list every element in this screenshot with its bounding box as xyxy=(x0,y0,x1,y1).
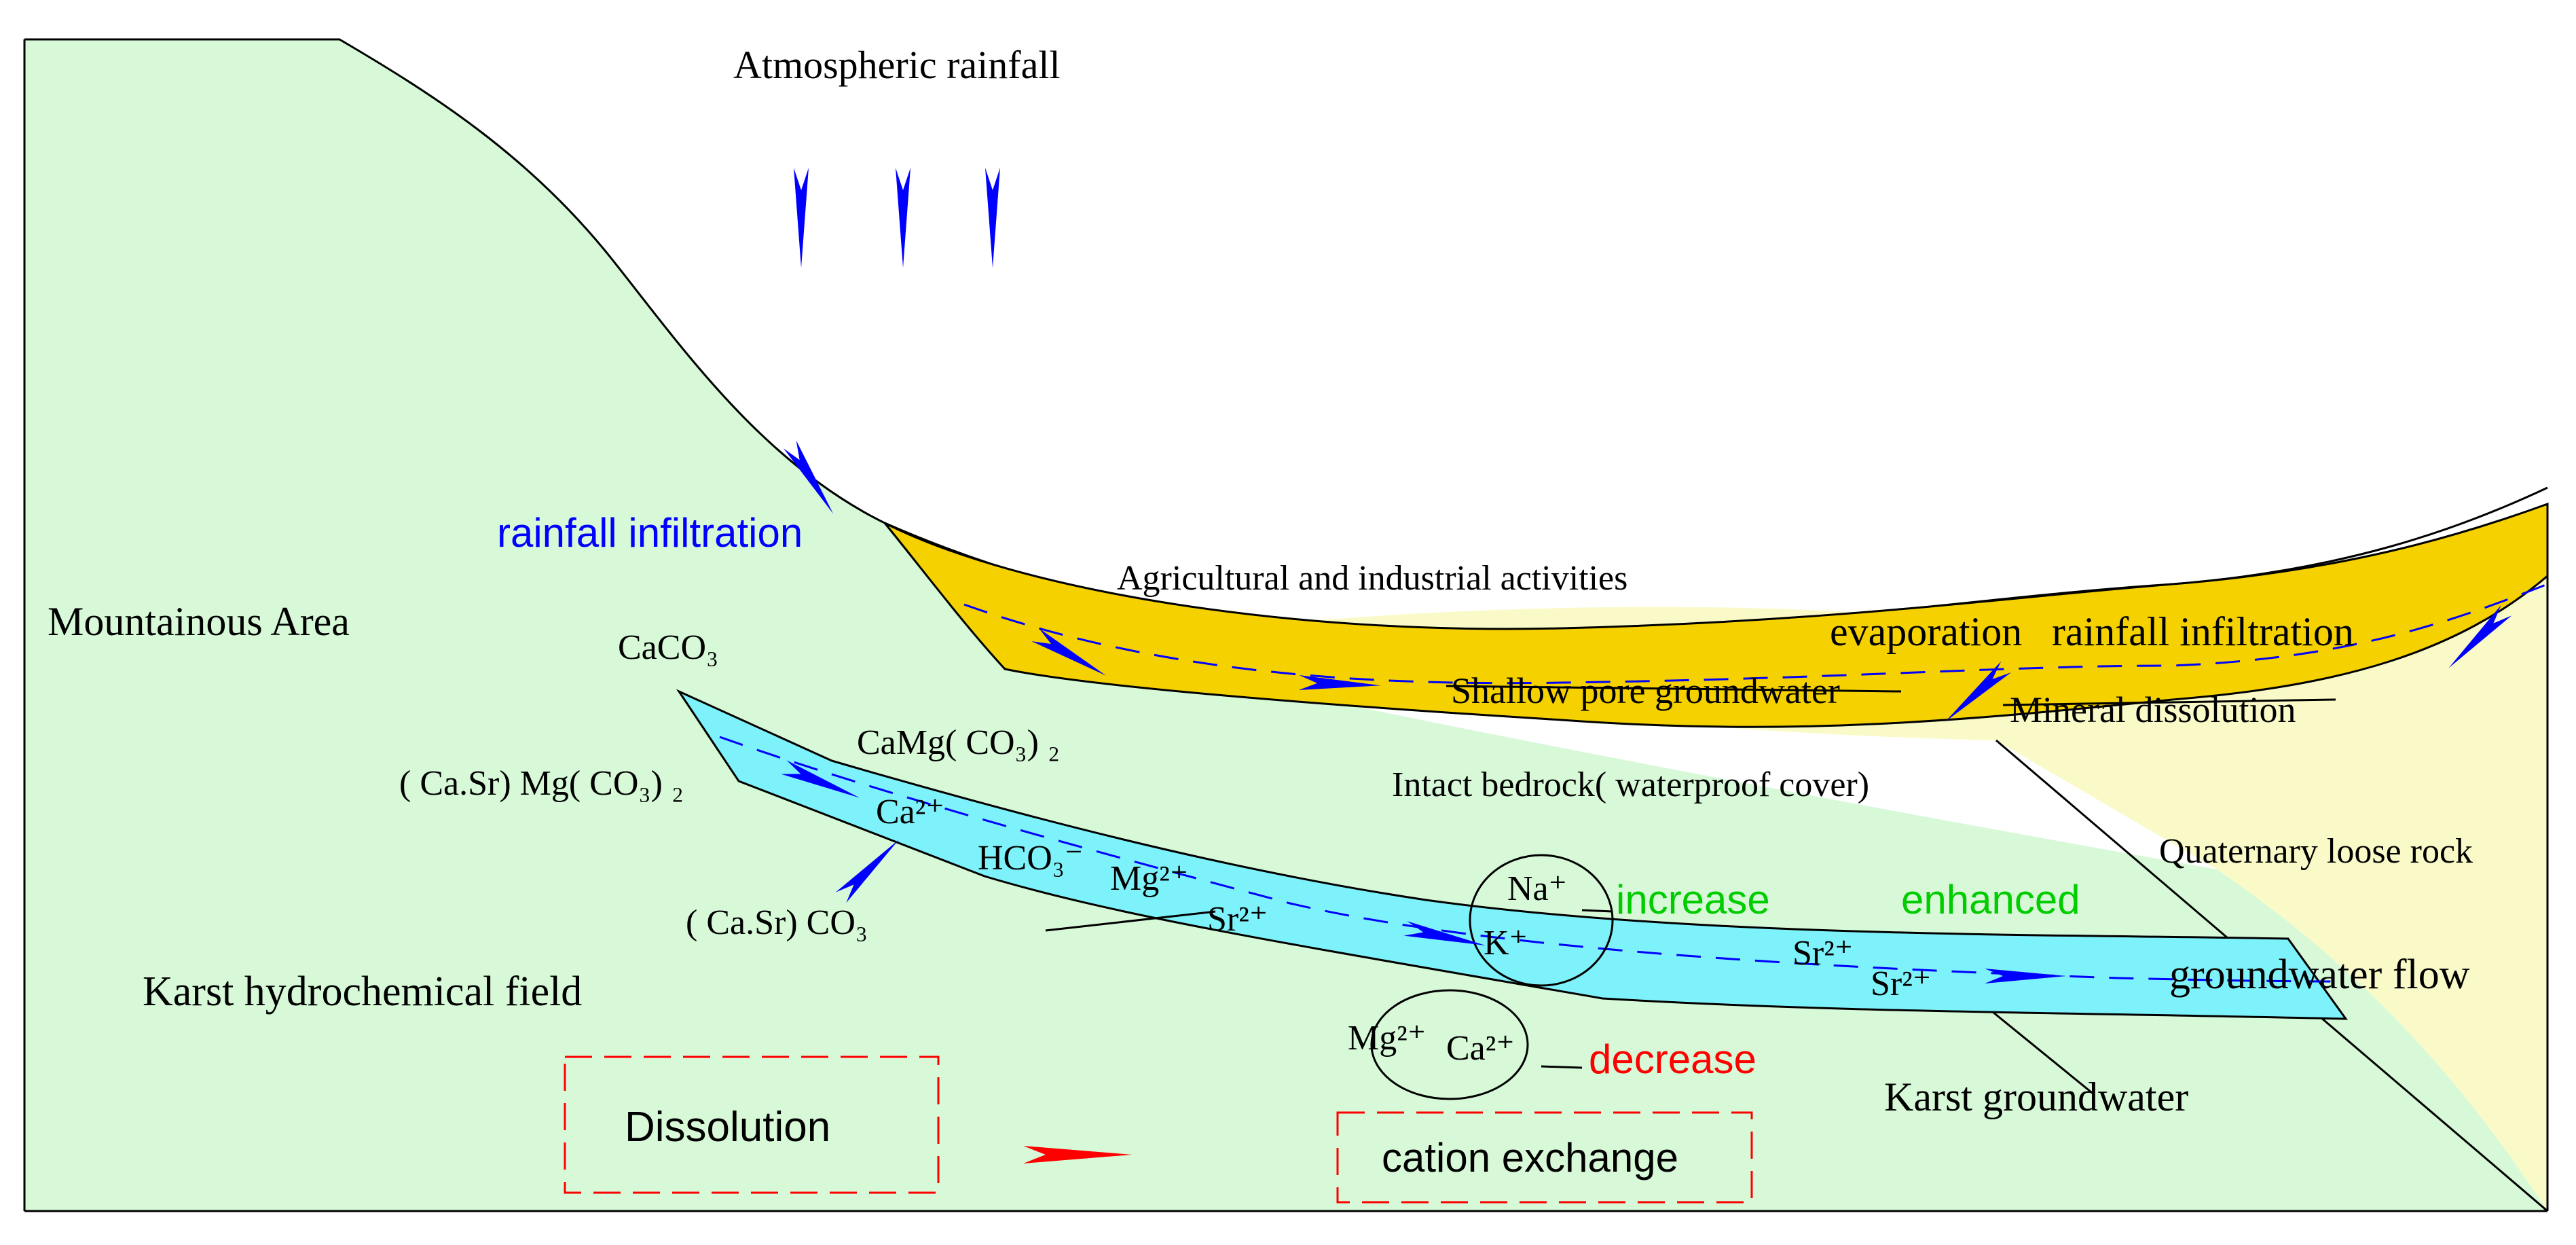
ion-k: K⁺ xyxy=(1484,924,1528,962)
quaternary-region xyxy=(1263,564,2547,1211)
ion-mg-lower: Mg²⁺ xyxy=(1348,1019,1426,1058)
karst-flow-line xyxy=(719,736,2336,983)
atmospheric-rainfall-label: Atmospheric rainfall xyxy=(733,43,1061,87)
karst-groundwater-label: Karst groundwater xyxy=(1884,1075,2188,1119)
karst-leader-line xyxy=(1045,910,1216,932)
ion-mg-left: Mg²⁺ xyxy=(1110,859,1188,898)
ion-hco3: HCO₃⁻ xyxy=(978,839,1083,878)
sr-dolomite-label: ( Ca.Sr) Mg( CO₃) ₂ xyxy=(399,764,684,803)
rainfall-arrow-2-icon xyxy=(896,168,910,268)
rainfall-arrow-1-icon xyxy=(794,168,809,268)
calcite-label: CaCO₃ xyxy=(618,628,718,667)
shallow-flow-line xyxy=(963,583,2548,685)
shallow-strike-line xyxy=(1446,685,1902,693)
shallow-aquifer xyxy=(883,502,2549,728)
dissolution-legend-box xyxy=(564,1055,940,1194)
karst-hydrochemical-field-label: Karst hydrochemical field xyxy=(143,969,582,1015)
right-rainfall-infiltration-label: rainfall infiltration xyxy=(2052,609,2354,654)
ion-sr-right-upper: Sr²⁺ xyxy=(1792,934,1853,973)
evaporation-label: evaporation xyxy=(1830,609,2022,654)
intact-bedrock-label: Intact bedrock( waterproof cover) xyxy=(1392,765,1869,804)
shallow-pore-groundwater-label: Shallow pore groundwater xyxy=(1451,670,1840,711)
quaternary-loose-rock-label: Quaternary loose rock xyxy=(2159,832,2473,871)
cation-exchange-legend-box xyxy=(1336,1111,1753,1204)
ion-sr-left: Sr²⁺ xyxy=(1207,900,1268,939)
mg-ca-ellipse xyxy=(1370,989,1529,1100)
mountain-outline xyxy=(24,38,885,524)
mineral-strike-line xyxy=(2002,698,2336,706)
na-k-ellipse xyxy=(1469,854,1614,987)
sr-calcite-label: ( Ca.Sr) CO₃ xyxy=(686,903,868,942)
increase-label: increase xyxy=(1616,877,1770,922)
karst-aquifer xyxy=(676,689,2348,1020)
ion-ca-lower: Ca²⁺ xyxy=(1446,1029,1515,1068)
enhanced-label: enhanced xyxy=(1901,877,2080,922)
mountainous-area-label: Mountainous Area xyxy=(48,599,350,644)
rainfall-infiltration-label: rainfall infiltration xyxy=(497,510,803,556)
cation-exchange-legend-label: cation exchange xyxy=(1382,1135,1678,1180)
groundwater-flow-label: groundwater flow xyxy=(2169,952,2470,998)
mountain-karst-region xyxy=(24,39,2547,1211)
ion-na: Na⁺ xyxy=(1507,869,1567,908)
dissolution-legend-label: Dissolution xyxy=(625,1104,830,1151)
karst-groundwater-leader-line xyxy=(1992,1011,2095,1096)
mineral-dissolution-label: Mineral dissolution xyxy=(2010,689,2296,730)
agri-industrial-label: Agricultural and industrial activities xyxy=(1117,559,1627,598)
rainfall-arrow-3-icon xyxy=(985,168,1000,268)
na-leader-line xyxy=(1581,909,1613,913)
decrease-label: decrease xyxy=(1589,1036,1756,1082)
ion-sr-right-lower: Sr²⁺ xyxy=(1871,964,1931,1003)
ion-ca-left: Ca²⁺ xyxy=(876,793,944,831)
dolomite-label: CaMg( CO₃) ₂ xyxy=(857,723,1060,762)
decrease-leader-line xyxy=(1541,1065,1583,1069)
